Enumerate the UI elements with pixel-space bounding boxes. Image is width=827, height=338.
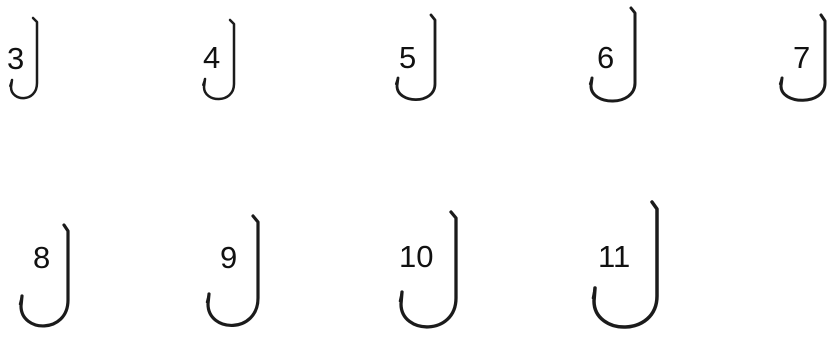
- hook-size-label-8: 8: [33, 242, 50, 273]
- hook-size-label-3: 3: [7, 43, 24, 74]
- hook-size-label-10: 10: [399, 241, 433, 272]
- hook-size-label-9: 9: [220, 242, 237, 273]
- hook-size-label-11: 11: [598, 241, 630, 272]
- hook-size-label-7: 7: [793, 42, 810, 73]
- hook-size-label-6: 6: [597, 42, 614, 73]
- hook-size-label-4: 4: [203, 42, 220, 73]
- hook-size-label-5: 5: [399, 42, 416, 73]
